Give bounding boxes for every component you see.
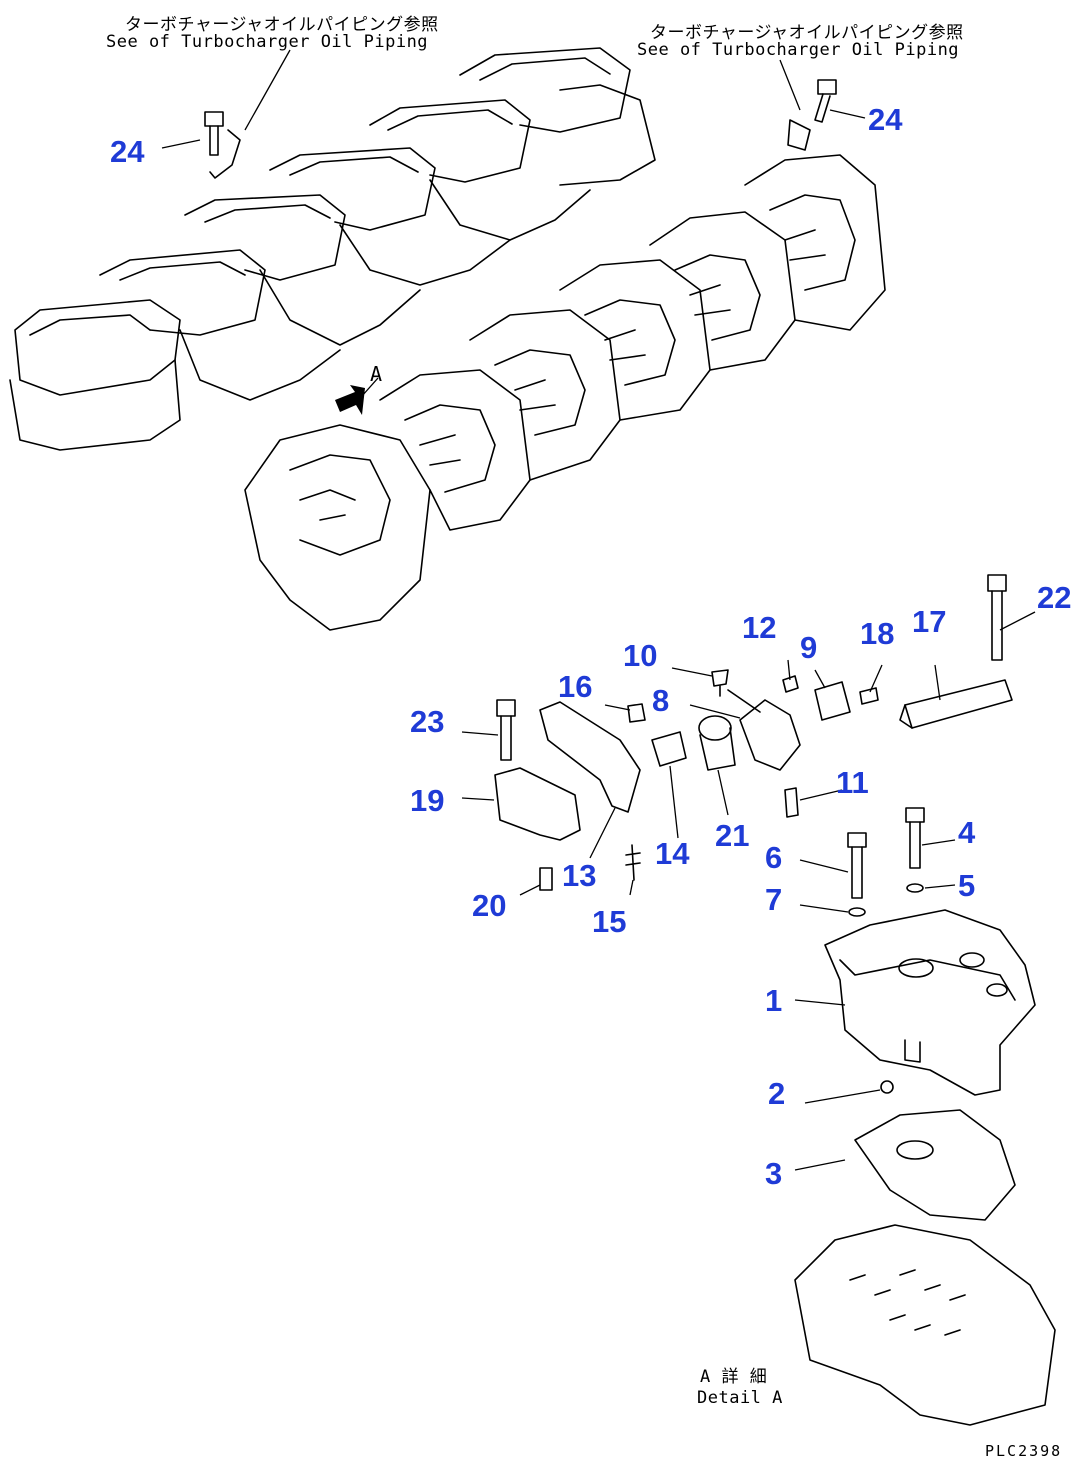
drawing-reference: PLC2398 (985, 1442, 1063, 1460)
note-right-en: See of Turbocharger Oil Piping (637, 40, 960, 60)
callout-21: 21 (715, 818, 750, 853)
callout-11: 11 (836, 765, 869, 800)
view-marker-a: A (370, 362, 383, 386)
callout-leaders (161, 109, 1036, 1171)
detail-label-en: Detail A (697, 1388, 783, 1408)
callout-18: 18 (860, 616, 895, 651)
note-right-leader (779, 59, 801, 111)
callout-6: 6 (765, 840, 783, 875)
callout-7: 7 (765, 882, 783, 917)
callout-4: 4 (958, 815, 976, 850)
housing-and-gasket (794, 909, 1056, 1426)
callout-8: 8 (652, 683, 670, 718)
callout-5: 5 (958, 868, 976, 903)
callout-24-right: 24 (868, 102, 903, 137)
callout-19: 19 (410, 783, 445, 818)
callout-14: 14 (655, 836, 690, 871)
view-a-arrow (335, 377, 379, 415)
callout-3: 3 (765, 1156, 783, 1191)
callout-1: 1 (765, 983, 783, 1018)
callout-16: 16 (558, 669, 593, 704)
callout-10: 10 (623, 638, 658, 673)
callout-24-left: 24 (110, 134, 145, 169)
callout-2: 2 (768, 1076, 786, 1111)
rocker-assembly-parts (494, 574, 1013, 917)
callout-17: 17 (912, 604, 947, 639)
callout-22: 22 (1037, 580, 1072, 615)
callout-20: 20 (472, 888, 507, 923)
detail-label-jp: A 詳 細 (700, 1367, 768, 1387)
callout-9: 9 (800, 630, 818, 665)
note-left-jp: ターボチャージャオイルパイピング参照 (125, 15, 439, 35)
part-24-bolts (204, 79, 837, 179)
note-left-leader (244, 49, 291, 131)
right-cylinder-head-bank (244, 154, 886, 631)
left-cylinder-head-bank (9, 47, 656, 451)
note-right-jp: ターボチャージャオイルパイピング参照 (650, 23, 964, 43)
callout-23: 23 (410, 704, 445, 739)
callout-15: 15 (592, 904, 627, 939)
note-left-en: See of Turbocharger Oil Piping (106, 32, 429, 52)
callout-13: 13 (562, 858, 597, 893)
callout-12: 12 (742, 610, 777, 645)
